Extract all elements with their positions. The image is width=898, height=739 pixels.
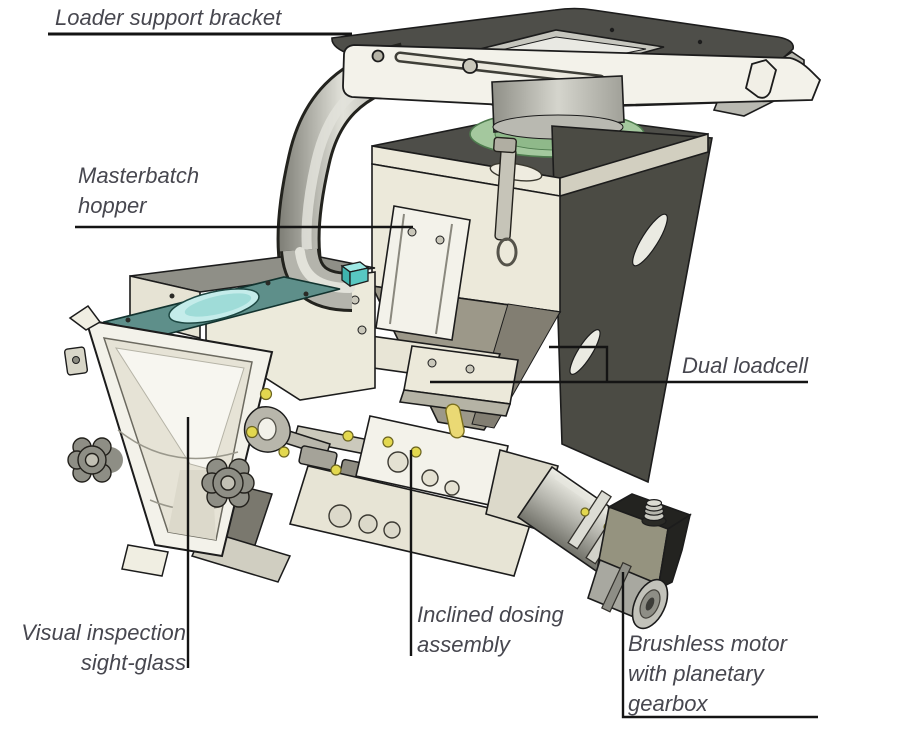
hopper-lid-assembly xyxy=(371,75,709,179)
label-line: Masterbatch xyxy=(78,163,200,188)
label-line: assembly xyxy=(417,632,510,657)
label-line: Dual loadcell xyxy=(682,353,808,378)
label-dual-loadcell: Dual loadcell xyxy=(676,351,808,381)
clamp-ring xyxy=(567,489,612,550)
fastener-bolts xyxy=(245,387,613,532)
bracket-pin xyxy=(462,58,478,74)
lid-right-band xyxy=(559,132,709,198)
label-line: hopper xyxy=(78,193,147,218)
hand-knob xyxy=(67,437,255,508)
dual-loadcell-bracket xyxy=(398,345,519,417)
yellow-pin xyxy=(445,403,465,439)
frame-tab xyxy=(68,304,102,331)
bracket-arm xyxy=(342,44,822,108)
label-inclined-dosing-assembly: Inclined dosing assembly xyxy=(417,600,564,660)
foot-tab xyxy=(121,544,169,577)
leader-brushless-motor xyxy=(621,572,818,719)
label-line: Visual inspection xyxy=(21,620,186,645)
leader-dual-loadcell xyxy=(430,345,808,384)
weigh-station xyxy=(101,247,376,401)
label-line: gearbox xyxy=(628,691,708,716)
label-line: Inclined dosing xyxy=(417,602,564,627)
left-clamp-tab xyxy=(63,346,89,376)
label-loader-support-bracket: Loader support bracket xyxy=(55,3,281,33)
tube-elbow xyxy=(280,247,355,312)
bracket-slot xyxy=(394,51,606,86)
label-line: with planetary xyxy=(628,661,764,686)
hopper-side-panel xyxy=(551,125,713,484)
label-line: Brushless motor xyxy=(628,631,787,656)
motor-side-face xyxy=(656,513,692,591)
label-masterbatch-hopper: Masterbatch hopper xyxy=(78,161,199,221)
cyan-fitting xyxy=(340,261,370,288)
panel-slot xyxy=(632,213,668,267)
panel-slot xyxy=(569,329,601,375)
leader-lines xyxy=(48,32,818,719)
hopper-latch xyxy=(493,136,518,267)
label-brushless-motor: Brushless motor with planetary gearbox xyxy=(628,629,787,719)
threaded-cap xyxy=(641,499,667,527)
label-line: Loader support bracket xyxy=(55,5,282,30)
label-line: sight-glass xyxy=(80,650,186,675)
bracket-hook xyxy=(744,58,778,99)
label-visual-inspection-sight-glass: Visual inspection sight-glass xyxy=(6,618,186,678)
bracket-bolt-hole xyxy=(371,49,385,63)
